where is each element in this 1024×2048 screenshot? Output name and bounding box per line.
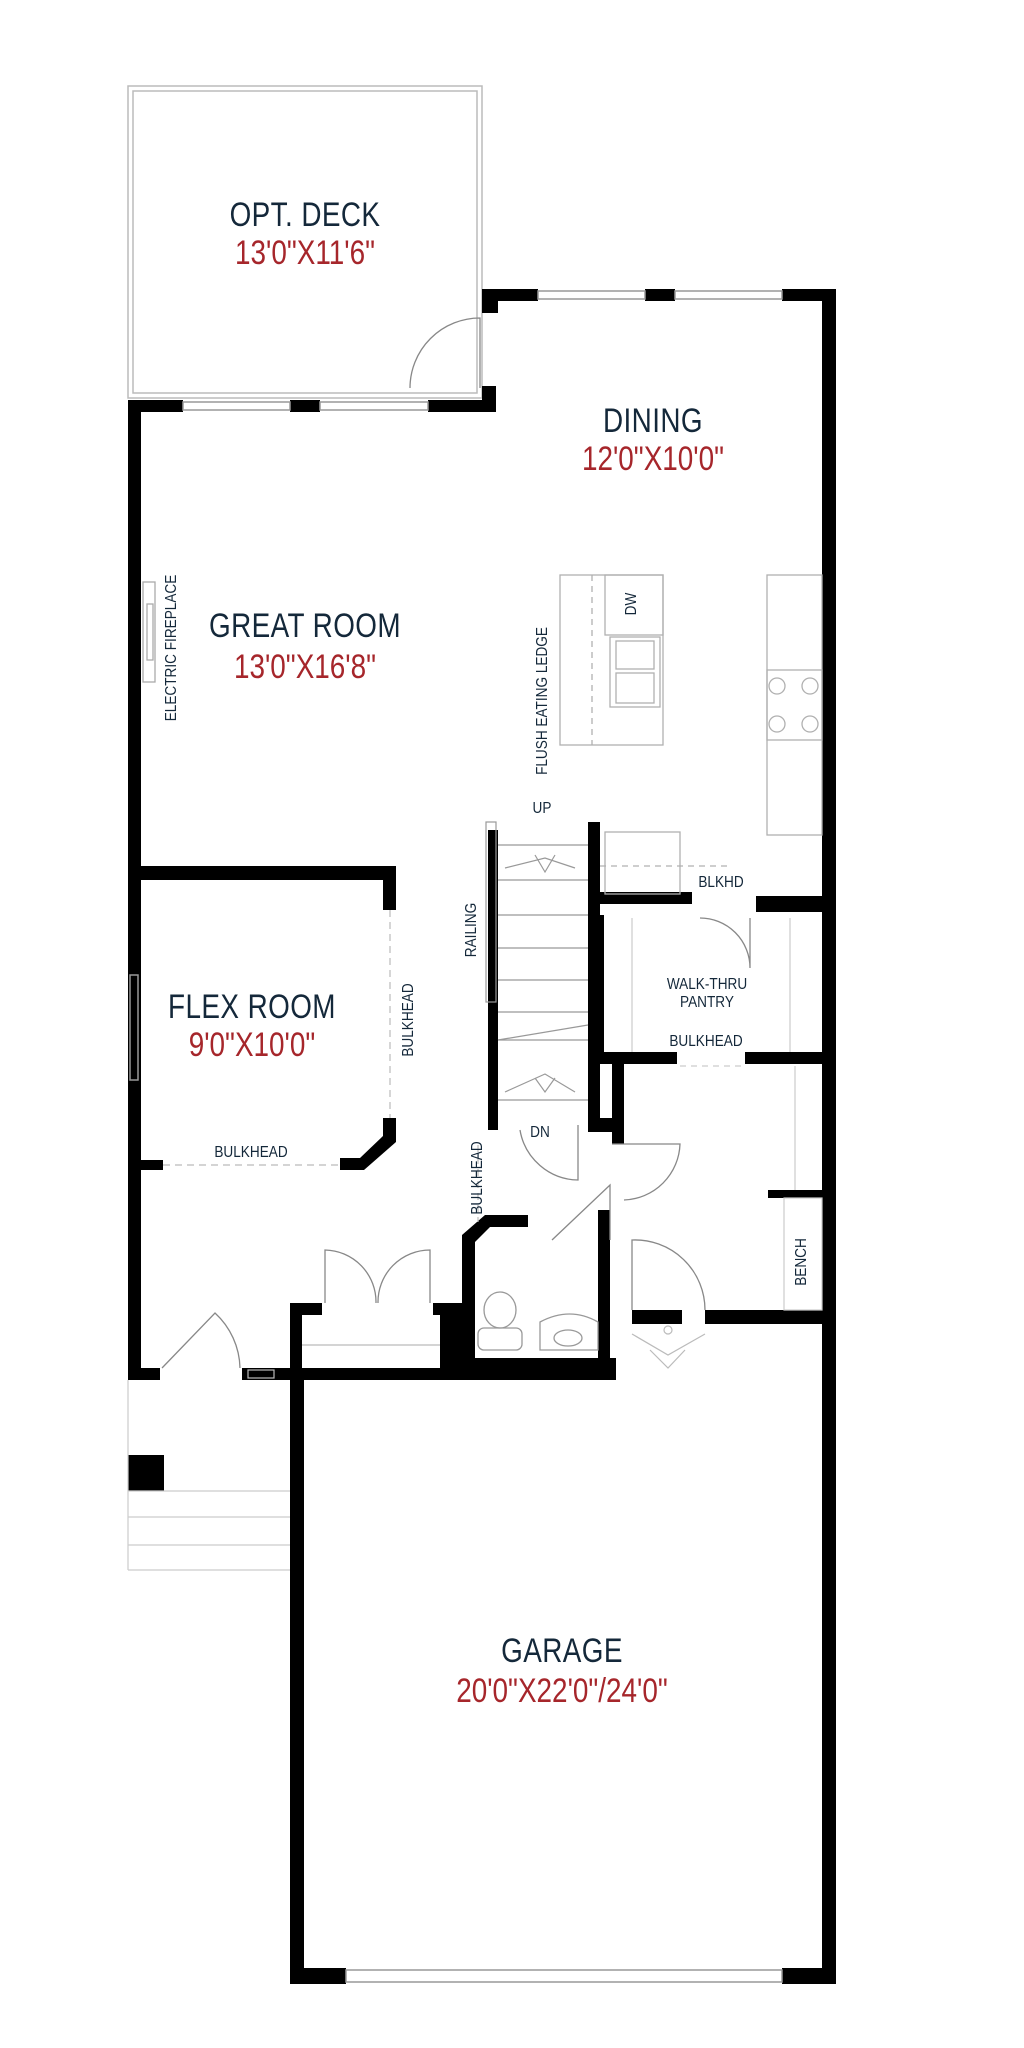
flex-bottom-bulkhead-label: BULKHEAD [214,1144,288,1161]
dining-name: DINING [602,402,704,440]
windows [129,290,783,1983]
walk-thru-label-line1: WALK-THRU [666,976,748,993]
deck-outline [127,85,483,399]
flush-eating-ledge-label: FLUSH EATING LEDGE [534,627,551,775]
dining-dimensions: 12'0"X10'0" [581,440,725,478]
flex-room-dimensions: 9'0"X10'0" [188,1026,316,1064]
flex-side-bulkhead-label: BULKHEAD [400,983,417,1057]
closet-details [247,1325,706,1379]
walls [128,289,836,1984]
bench-label: BENCH [793,1238,810,1286]
bath-fixtures [477,1291,599,1351]
hall-bulkhead-label: BULKHEAD [469,1141,486,1215]
railing-label: RAILING [463,902,480,958]
electric-fireplace-label: ELECTRIC FIREPLACE [163,574,180,722]
kitchen-fixtures [559,574,823,895]
great-room-name: GREAT ROOM [208,607,402,645]
fireplace [142,581,156,683]
garage-dimensions: 20'0"X22'0"/24'0" [456,1672,668,1710]
stairs-down-label: DN [530,1124,550,1141]
garage-name: GARAGE [501,1632,623,1670]
pantry-bulkhead-label: BULKHEAD [669,1033,743,1050]
great-room-dimensions: 13'0"X16'8" [233,648,377,686]
blkhd-label: BLKHD [698,874,744,891]
staircase [485,821,589,1101]
deck-dimensions: 13'0"X11'6" [234,234,376,272]
porch-steps [127,1380,290,1571]
door-swings [161,317,751,1369]
dishwasher-label: DW [623,592,640,616]
pantry-shelves [631,918,823,1311]
flex-room-name: FLEX ROOM [168,988,336,1026]
deck-name: OPT. DECK [229,196,381,234]
bulkhead-lines [163,910,479,1222]
stairs-up-label: UP [532,800,552,817]
walk-thru-label-line2: PANTRY [680,994,734,1011]
walk-thru-pantry-label: WALK-THRU PANTRY [667,976,747,1012]
